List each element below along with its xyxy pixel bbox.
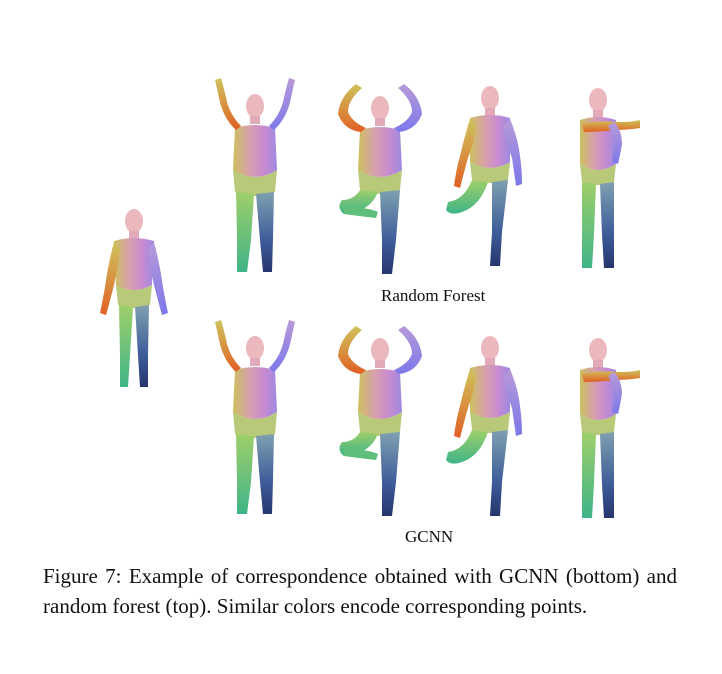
figure-caption: Figure 7: Example of correspondence obta… bbox=[43, 564, 677, 618]
correspondence-figure-art bbox=[100, 78, 640, 518]
gcnn-figure-walking bbox=[446, 336, 522, 516]
rf-figure-arms-raised bbox=[215, 78, 295, 272]
rf-figure-walking bbox=[446, 86, 522, 266]
gcnn-figure-arms-raised bbox=[215, 320, 295, 514]
random-forest-label: Random Forest bbox=[381, 286, 486, 305]
rf-figure-tree-pose bbox=[338, 84, 422, 274]
gcnn-label: GCNN bbox=[405, 527, 454, 546]
reference-figure bbox=[100, 209, 168, 387]
gcnn-figure-tree-pose bbox=[338, 326, 422, 516]
gcnn-figure-arm-across bbox=[580, 338, 640, 518]
rf-figure-arm-across bbox=[580, 88, 640, 268]
